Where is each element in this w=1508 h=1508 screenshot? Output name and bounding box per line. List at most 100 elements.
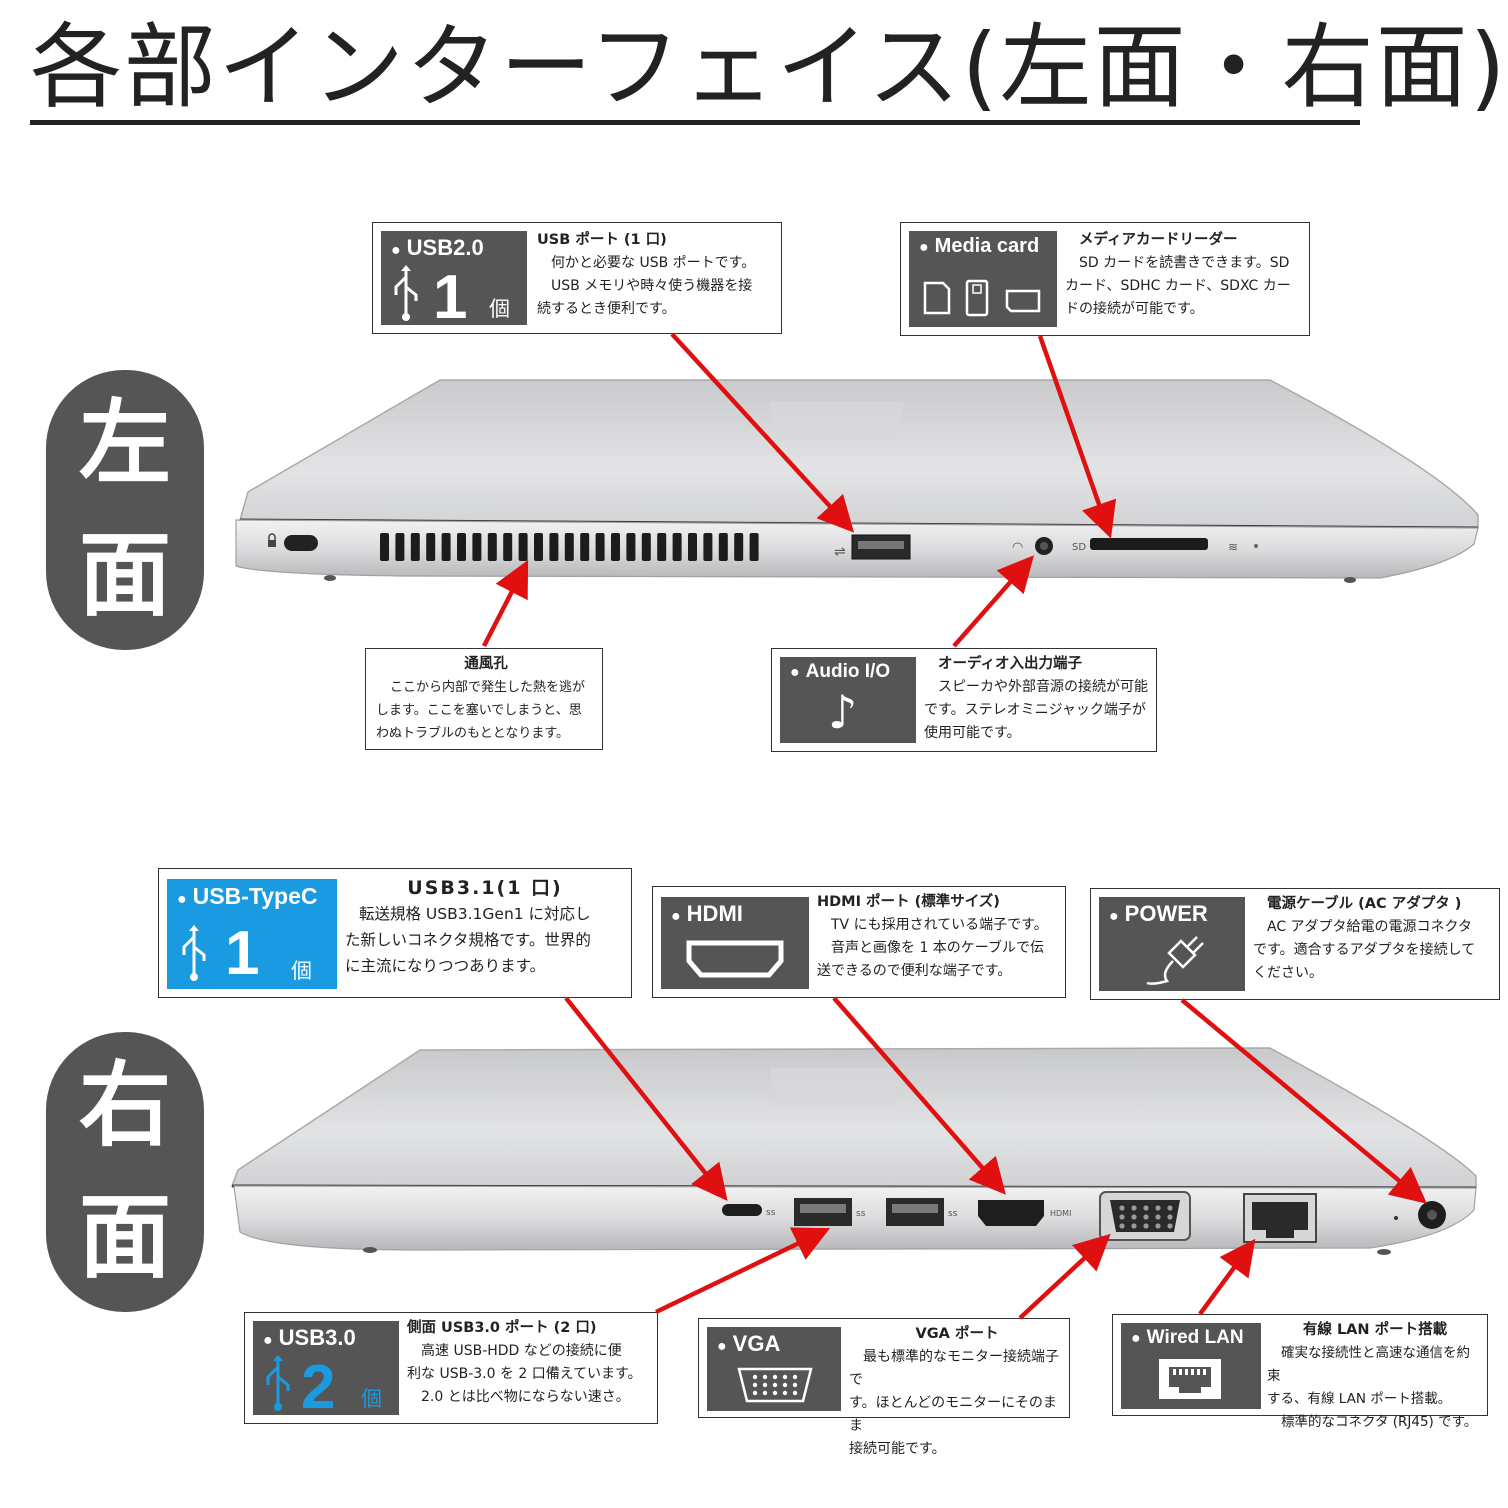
lan-callout: ●Wired LAN 有線 LAN ポート搭載 確実な接続性と高速な通信を約束 … — [1112, 1314, 1488, 1430]
usb-icon — [182, 925, 206, 981]
vent-line-2: します。ここを塞いでしまうと、思 — [376, 703, 582, 718]
vga-pin — [752, 1382, 758, 1388]
vga-pin — [772, 1382, 778, 1388]
page-title: 各部インターフェイス(左面・右面) — [30, 14, 1508, 121]
lan-head: Wired LAN — [1146, 1327, 1244, 1348]
vent-slot — [672, 533, 682, 561]
vga-pin — [1155, 1205, 1161, 1211]
usb3-line-1: 高速 USB-HDD などの接続に便 — [421, 1343, 622, 1359]
right-side-char-1: 右 — [78, 1052, 171, 1159]
typec-callout: ●USB-TypeC 1 個 USB3.1(1 口) 転送規格 USB3.1Ge… — [158, 868, 632, 998]
hdmi-tile: ●HDMI — [661, 897, 809, 989]
audio-line-1: スピーカや外部音源の接続が可能 — [938, 679, 1148, 695]
vga-title: VGA ポート — [915, 1326, 999, 1342]
vga-pin — [762, 1382, 768, 1388]
svg-text:≋: ≋ — [1228, 540, 1238, 554]
power-head: POWER — [1124, 901, 1208, 926]
typec-line-3: に主流になりつつあります。 — [345, 957, 546, 975]
typec-count: 1 — [225, 919, 260, 988]
power-plug-icon — [1146, 936, 1204, 985]
vga-line-3: 接続可能です。 — [849, 1441, 946, 1457]
power-line-3: ください。 — [1253, 965, 1323, 981]
media-card-line-1: SD カードを読書きできます。SD — [1079, 255, 1290, 271]
vent-slot — [457, 533, 466, 561]
headphone-icon: ◠ — [1012, 540, 1023, 555]
usb3-unit: 個 — [361, 1387, 382, 1411]
vga-pin — [762, 1374, 768, 1380]
vent-slot — [580, 533, 590, 561]
vga-pin — [782, 1374, 788, 1380]
vga-pin — [752, 1390, 758, 1396]
power-line-1: AC アダプタ給電の電源コネクタ — [1267, 919, 1472, 935]
lan-tile: ●Wired LAN — [1121, 1323, 1261, 1409]
lan-line-1: 確実な接続性と高速な通信を約束 — [1267, 1345, 1470, 1384]
usb-typec-port — [722, 1204, 762, 1216]
audio-tile: ●Audio I/O ♪ — [780, 657, 916, 743]
vga-pin — [1167, 1205, 1173, 1211]
vga-line-2: す。ほとんどのモニターにそのまま — [849, 1395, 1057, 1434]
vga-line-1: 最も標準的なモニター接続端子で — [849, 1349, 1059, 1388]
vent-slot — [641, 533, 651, 561]
usb2-tile: ●USB2.0 1 個 — [381, 231, 527, 329]
vent-slot — [534, 533, 543, 561]
usb3-tile: ●USB3.0 2 個 — [253, 1321, 399, 1419]
power-title: 電源ケーブル (AC アダプタ ) — [1267, 896, 1462, 912]
vga-pin — [1155, 1223, 1161, 1229]
vent-line-1: ここから内部で発生した熱を逃が — [390, 680, 586, 695]
vent-slot — [734, 533, 744, 561]
hdmi-line-3: 送できるので便利な端子です。 — [817, 963, 1012, 979]
left-side-badge: 左 面 — [46, 370, 204, 650]
vga-pin — [1143, 1214, 1149, 1220]
hdmi-port — [978, 1200, 1044, 1226]
hdmi-line-2: 音声と画像を 1 本のケーブルで伝 — [831, 940, 1044, 956]
vga-callout: ●VGA VGA ポート 最も標準的なモニター接続端子で す。ほとんどのモニター… — [698, 1318, 1070, 1457]
usb3-callout: ●USB3.0 2 個 側面 USB3.0 ポート (2 口) 高速 USB-H… — [244, 1312, 658, 1424]
lock-icon — [268, 533, 276, 547]
svg-text:ss: ss — [856, 1209, 866, 1219]
lan-line-3: 標準的なコネクタ (RJ45) です。 — [1281, 1414, 1478, 1430]
vga-pin — [792, 1374, 798, 1380]
vga-pin — [762, 1390, 768, 1396]
sd-card-icon — [923, 279, 1041, 317]
usb2-callout: ●USB2.0 1 個 USB ポート (1 口) 何かと必要な USB ポート… — [372, 222, 782, 334]
vent-slot — [718, 533, 728, 561]
hdmi-callout: ●HDMI HDMI ポート (標準サイズ) TV にも採用されている端子です。… — [652, 886, 1066, 998]
media-card-title: メディアカードリーダー — [1079, 232, 1238, 248]
left-side-char-1: 左 — [78, 390, 171, 497]
right-side-badge: 右 面 — [46, 1032, 204, 1312]
vga-tile: ●VGA — [707, 1327, 841, 1411]
vga-pin — [782, 1390, 788, 1396]
vent-slot — [749, 533, 759, 561]
vent-slot — [595, 533, 605, 561]
vent-slot — [395, 533, 405, 561]
vent-slot — [518, 533, 528, 561]
vent-slot — [410, 533, 420, 561]
audio-line-3: 使用可能です。 — [924, 725, 1021, 741]
vent-slot — [426, 533, 436, 561]
power-callout: ●POWER 電源ケーブル (AC アダプタ ) AC アダプタ給電の電源コネク… — [1090, 888, 1500, 1000]
vent-title: 通風孔 — [464, 656, 508, 672]
music-note-icon: ♪ — [828, 685, 858, 739]
vent-slot — [441, 533, 451, 561]
lan-line-2: する、有線 LAN ポート搭載。 — [1267, 1391, 1452, 1407]
power-line-2: です。適合するアダプタを接続して — [1253, 942, 1476, 958]
audio-title: オーディオ入出力端子 — [938, 656, 1082, 672]
audio-head: Audio I/O — [805, 661, 891, 682]
sd-slot — [1090, 538, 1208, 550]
vga-pin — [1119, 1205, 1125, 1211]
vga-icon — [737, 1367, 813, 1403]
vga-pin — [772, 1390, 778, 1396]
media-card-tile: ●Media card — [909, 231, 1057, 327]
audio-callout: ●Audio I/O ♪ オーディオ入出力端子 スピーカや外部音源の接続が可能 … — [771, 648, 1157, 752]
vent-slot — [503, 533, 513, 561]
vent-slot — [549, 533, 559, 561]
usb-icon — [266, 1355, 290, 1411]
vga-pin — [792, 1390, 798, 1396]
vent-slot — [688, 533, 697, 561]
vent-slot — [472, 533, 482, 561]
vga-pin — [1119, 1214, 1125, 1220]
usb2-title: USB ポート (1 口) — [537, 232, 667, 248]
vent-line-3: わぬトラブルのもととなります。 — [376, 726, 570, 741]
right-side-char-2: 面 — [78, 1184, 171, 1291]
svg-text:⇌: ⇌ — [834, 544, 846, 560]
